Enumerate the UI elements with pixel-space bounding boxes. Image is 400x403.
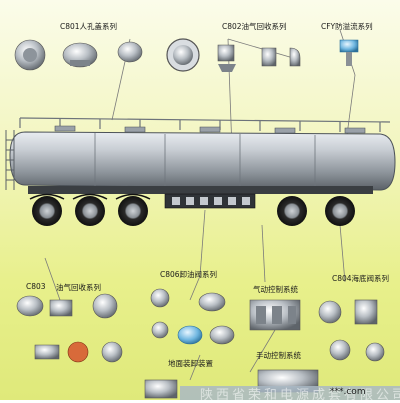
bottom-valve-icon: [318, 300, 342, 324]
c803-parts: [16, 293, 123, 363]
vapor-valve-round-icon: [92, 293, 118, 319]
label-c806: C806卸油阀系列: [160, 270, 218, 279]
c801-parts: [14, 38, 200, 72]
manhole-cover-center-icon: [173, 45, 193, 65]
label-c804: C804海底阀系列: [332, 274, 390, 283]
c806-parts: [144, 288, 235, 399]
unload-coupler-icon: [151, 321, 169, 339]
ground-loading-device-icon: [144, 379, 178, 399]
bottom-valve-4-icon: [365, 342, 385, 362]
label-manual: 手动控制系统: [256, 351, 301, 360]
unload-cap-icon: [209, 325, 235, 345]
red-cap-icon: [67, 341, 89, 363]
label-c801: C801人孔盖系列: [60, 22, 118, 31]
vapor-coupler-icon: [49, 299, 73, 317]
vapor-cap-icon: [101, 341, 123, 363]
label-cfy: CFY防溢流系列: [321, 22, 373, 31]
unload-cap-blue-icon: [177, 325, 203, 345]
vapor-elbow-2-icon: [289, 47, 301, 67]
c804-parts: [318, 299, 385, 362]
vapor-valve-block-icon: [217, 44, 235, 62]
manhole-cover-hub-icon: [23, 48, 37, 62]
bottom-valve-3-icon: [329, 339, 351, 361]
chassis-frame: [28, 186, 373, 194]
manhole-cover-base-icon: [70, 60, 90, 66]
tanker-trailer: [5, 117, 396, 226]
control-system-parts: [249, 299, 319, 393]
label-pneumatic: 气动控制系统: [253, 285, 298, 294]
overflow-probe-icon: [346, 52, 352, 66]
unload-valve-2-icon: [198, 292, 226, 312]
vapor-valve-foot-icon: [218, 64, 236, 72]
vapor-adapter-icon: [16, 295, 44, 317]
cfy-parts: [339, 39, 359, 66]
watermark-text: 陕西省荣和电源成套有限公司: [200, 388, 400, 403]
label-c803: C803: [26, 282, 46, 291]
vapor-elbow-icon: [261, 47, 277, 67]
unload-valve-icon: [150, 288, 170, 308]
vapor-fitting-icon: [34, 344, 60, 360]
wheels: [32, 196, 355, 226]
watermark-band: [180, 386, 400, 400]
bottom-valve-2-icon: [354, 299, 378, 325]
footer-url: ***.com: [330, 387, 366, 397]
manhole-cover-cap-icon: [117, 41, 143, 63]
label-c803-series: 油气回收系列: [56, 283, 101, 292]
tank-body: [9, 131, 396, 191]
c802-parts: [217, 44, 301, 72]
label-c802: C802油气回收系列: [222, 22, 287, 31]
label-ground: 地面装卸装置: [168, 359, 213, 368]
overflow-sensor-icon: [339, 39, 359, 53]
